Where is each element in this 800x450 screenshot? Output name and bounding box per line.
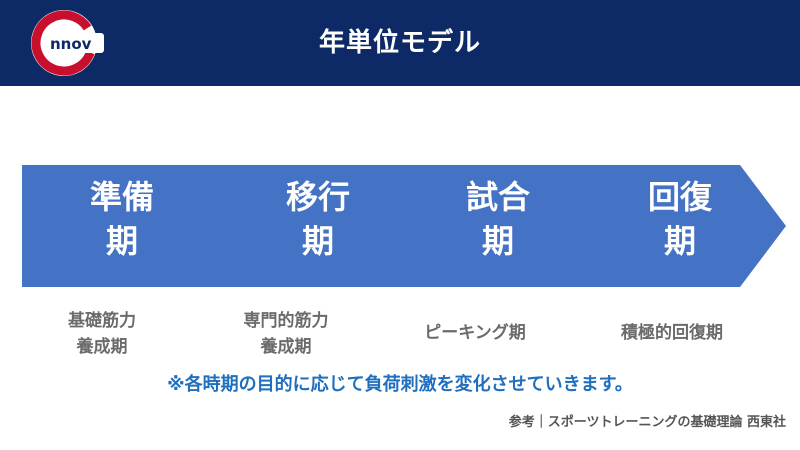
phase-label-line2: 期: [105, 222, 138, 260]
phase-label-preparation: 準備 期: [67, 175, 177, 263]
phase-label-line1: 準備: [89, 178, 154, 216]
phase-arrow-3: [366, 165, 608, 287]
header-bar: nnov 年単位モデル: [0, 0, 800, 86]
phase-label-line1: 回復: [647, 178, 712, 216]
phase-arrow-2: [186, 165, 428, 287]
phase-label-competition: 試合 期: [443, 175, 553, 263]
note-text: ※各時期の目的に応じて負荷刺激を変化させていきます。: [167, 374, 633, 395]
phase-label-transition: 移行 期: [263, 175, 373, 263]
description-line: 基礎筋力: [68, 311, 136, 331]
phase-arrows: [22, 165, 786, 287]
page-title: 年単位モデル: [318, 28, 481, 58]
description-line: 養成期: [76, 337, 128, 357]
phase-label-line2: 期: [481, 222, 514, 260]
phase-label-line1: 試合: [465, 178, 530, 216]
source-citation: 参考｜スポーツトレーニングの基礎理論 西東社: [508, 415, 786, 430]
logo-text: nnov: [50, 35, 92, 53]
phase-label-recovery: 回復 期: [625, 175, 735, 263]
phase-description-recovery: 積極的回復期: [597, 320, 747, 346]
innov-logo: nnov: [31, 10, 104, 76]
phase-description-competition: ピーキング期: [400, 320, 550, 346]
phase-arrow-4: [546, 165, 786, 287]
phase-label-line1: 移行: [285, 178, 350, 216]
description-line: ピーキング期: [424, 323, 526, 343]
phase-arrow-1: [22, 165, 248, 287]
phase-label-line2: 期: [301, 222, 334, 260]
description-line: 積極的回復期: [621, 323, 723, 343]
description-line: 専門的筋力: [243, 311, 329, 331]
phase-description-transition: 専門的筋力 養成期: [211, 308, 361, 360]
phase-label-line2: 期: [663, 222, 696, 260]
phase-description-preparation: 基礎筋力 養成期: [27, 308, 177, 360]
description-line: 養成期: [260, 337, 312, 357]
